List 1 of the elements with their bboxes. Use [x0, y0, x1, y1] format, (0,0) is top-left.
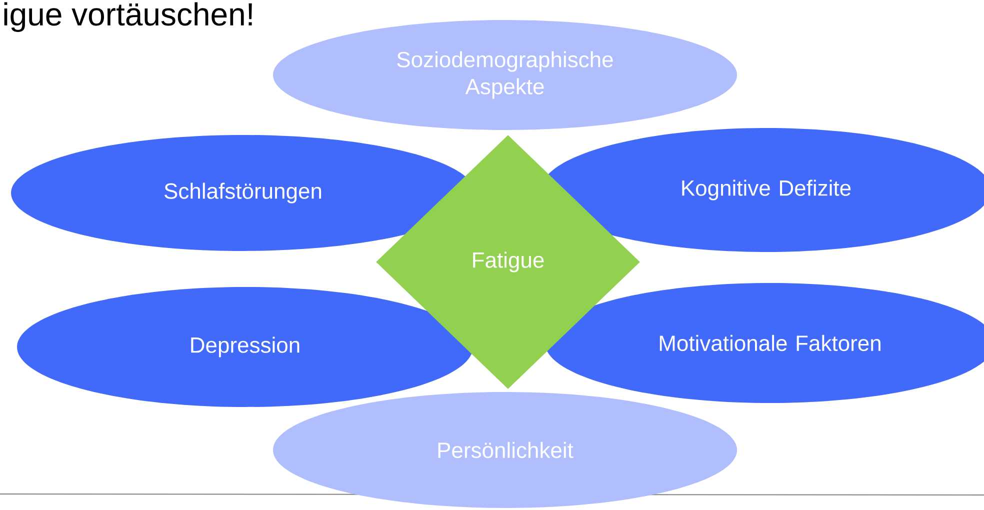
- heading-text: igue vortäuschen!: [4, 2, 252, 32]
